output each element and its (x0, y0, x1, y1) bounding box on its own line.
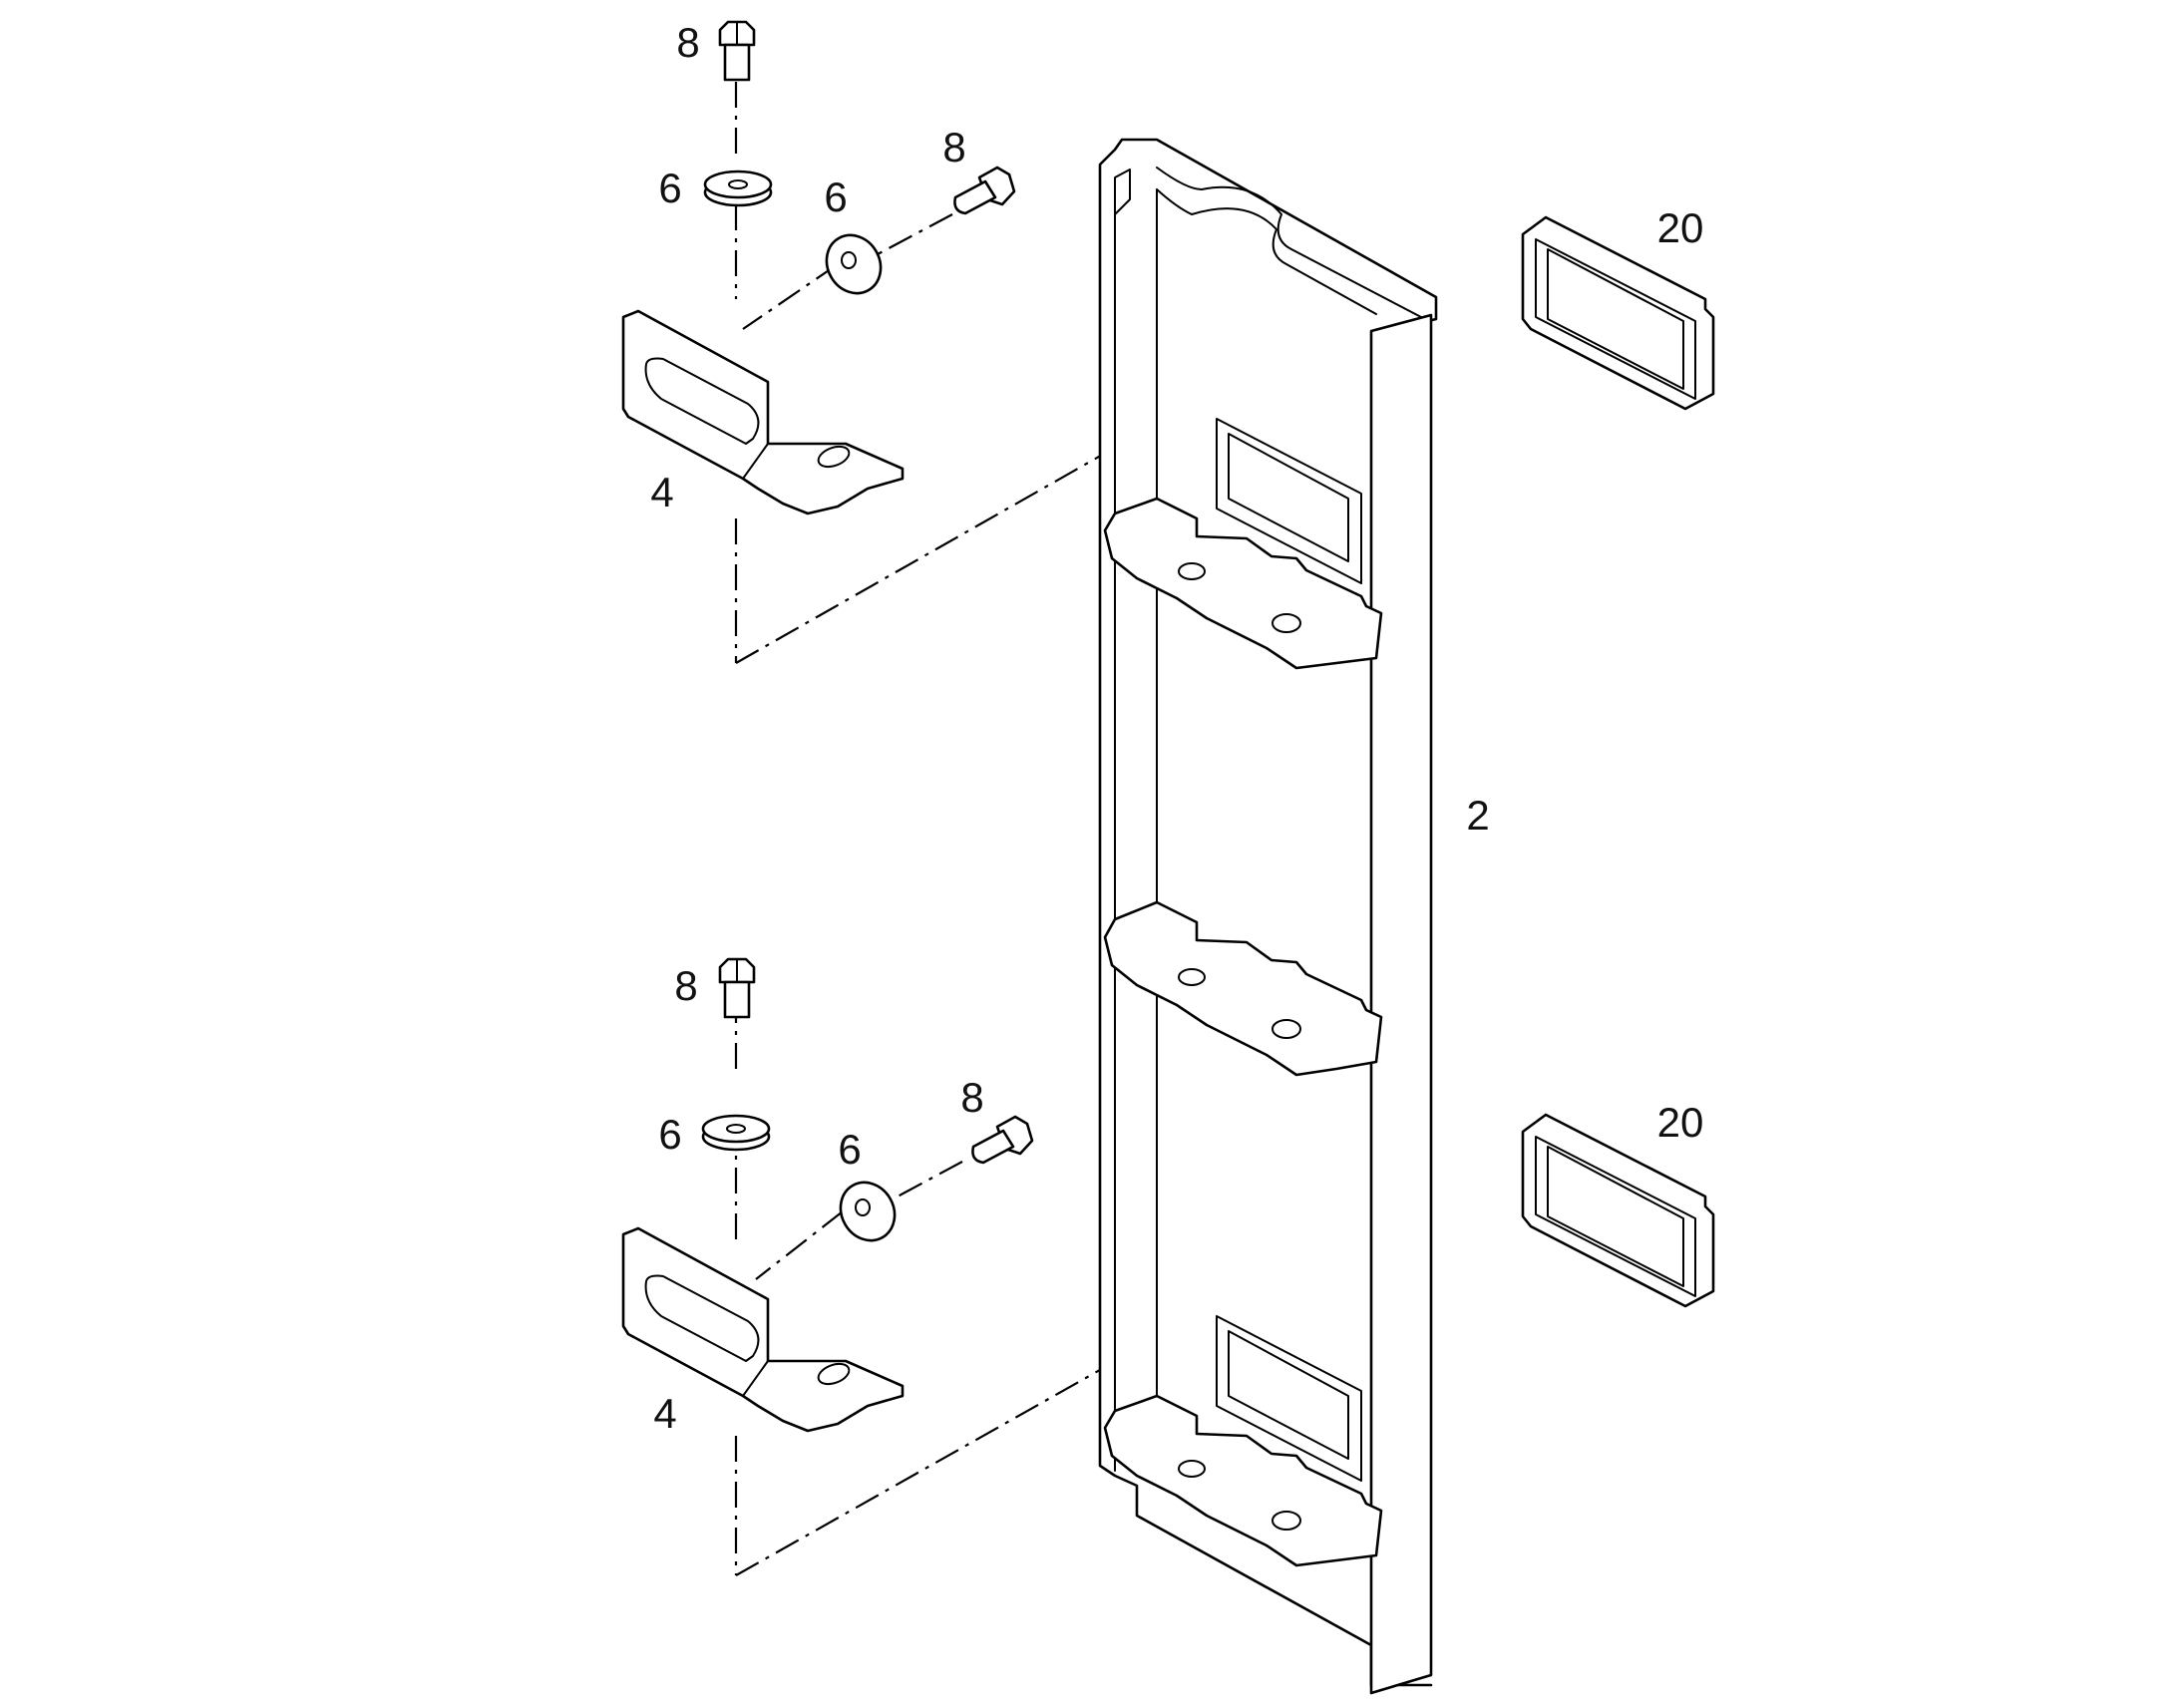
washer-bottom-vertical (701, 1114, 771, 1152)
hex-bolt-top-angled (953, 166, 1016, 215)
callout-washer-bottom-angled: 6 (838, 1126, 861, 1173)
callout-bolt-top-angled: 8 (942, 124, 965, 171)
callout-bolt-bottom-angled: 8 (960, 1074, 983, 1121)
callout-bracket-bottom: 4 (653, 1390, 676, 1437)
mounting-channel (1098, 138, 1438, 1695)
callout-bracket-top: 4 (650, 469, 673, 515)
callout-bolt-top-vertical: 8 (676, 19, 699, 66)
end-cap-bottom (1521, 1113, 1715, 1308)
washer-top-vertical (703, 170, 773, 207)
hex-bolt-bottom-vertical (718, 957, 756, 1019)
washer-bottom-angled (839, 1181, 897, 1242)
callout-channel: 2 (1466, 792, 1489, 839)
callout-cap-bottom: 20 (1657, 1099, 1704, 1146)
callout-washer-top-angled: 6 (824, 173, 847, 220)
callouts: 8 6 6 8 4 2 20 8 6 6 8 4 20 (650, 19, 1703, 1437)
callout-bolt-bottom-vertical: 8 (674, 962, 697, 1009)
callout-washer-bottom-vertical: 6 (658, 1111, 681, 1158)
callout-washer-top-vertical: 6 (658, 165, 681, 211)
washer-top-angled (825, 233, 883, 295)
end-cap-top (1521, 215, 1715, 411)
angle-bracket-top (621, 309, 905, 515)
hex-bolt-top-vertical (718, 20, 756, 82)
angle-bracket-bottom (621, 1226, 905, 1433)
callout-cap-top: 20 (1657, 204, 1704, 251)
hex-bolt-bottom-angled (971, 1115, 1034, 1165)
